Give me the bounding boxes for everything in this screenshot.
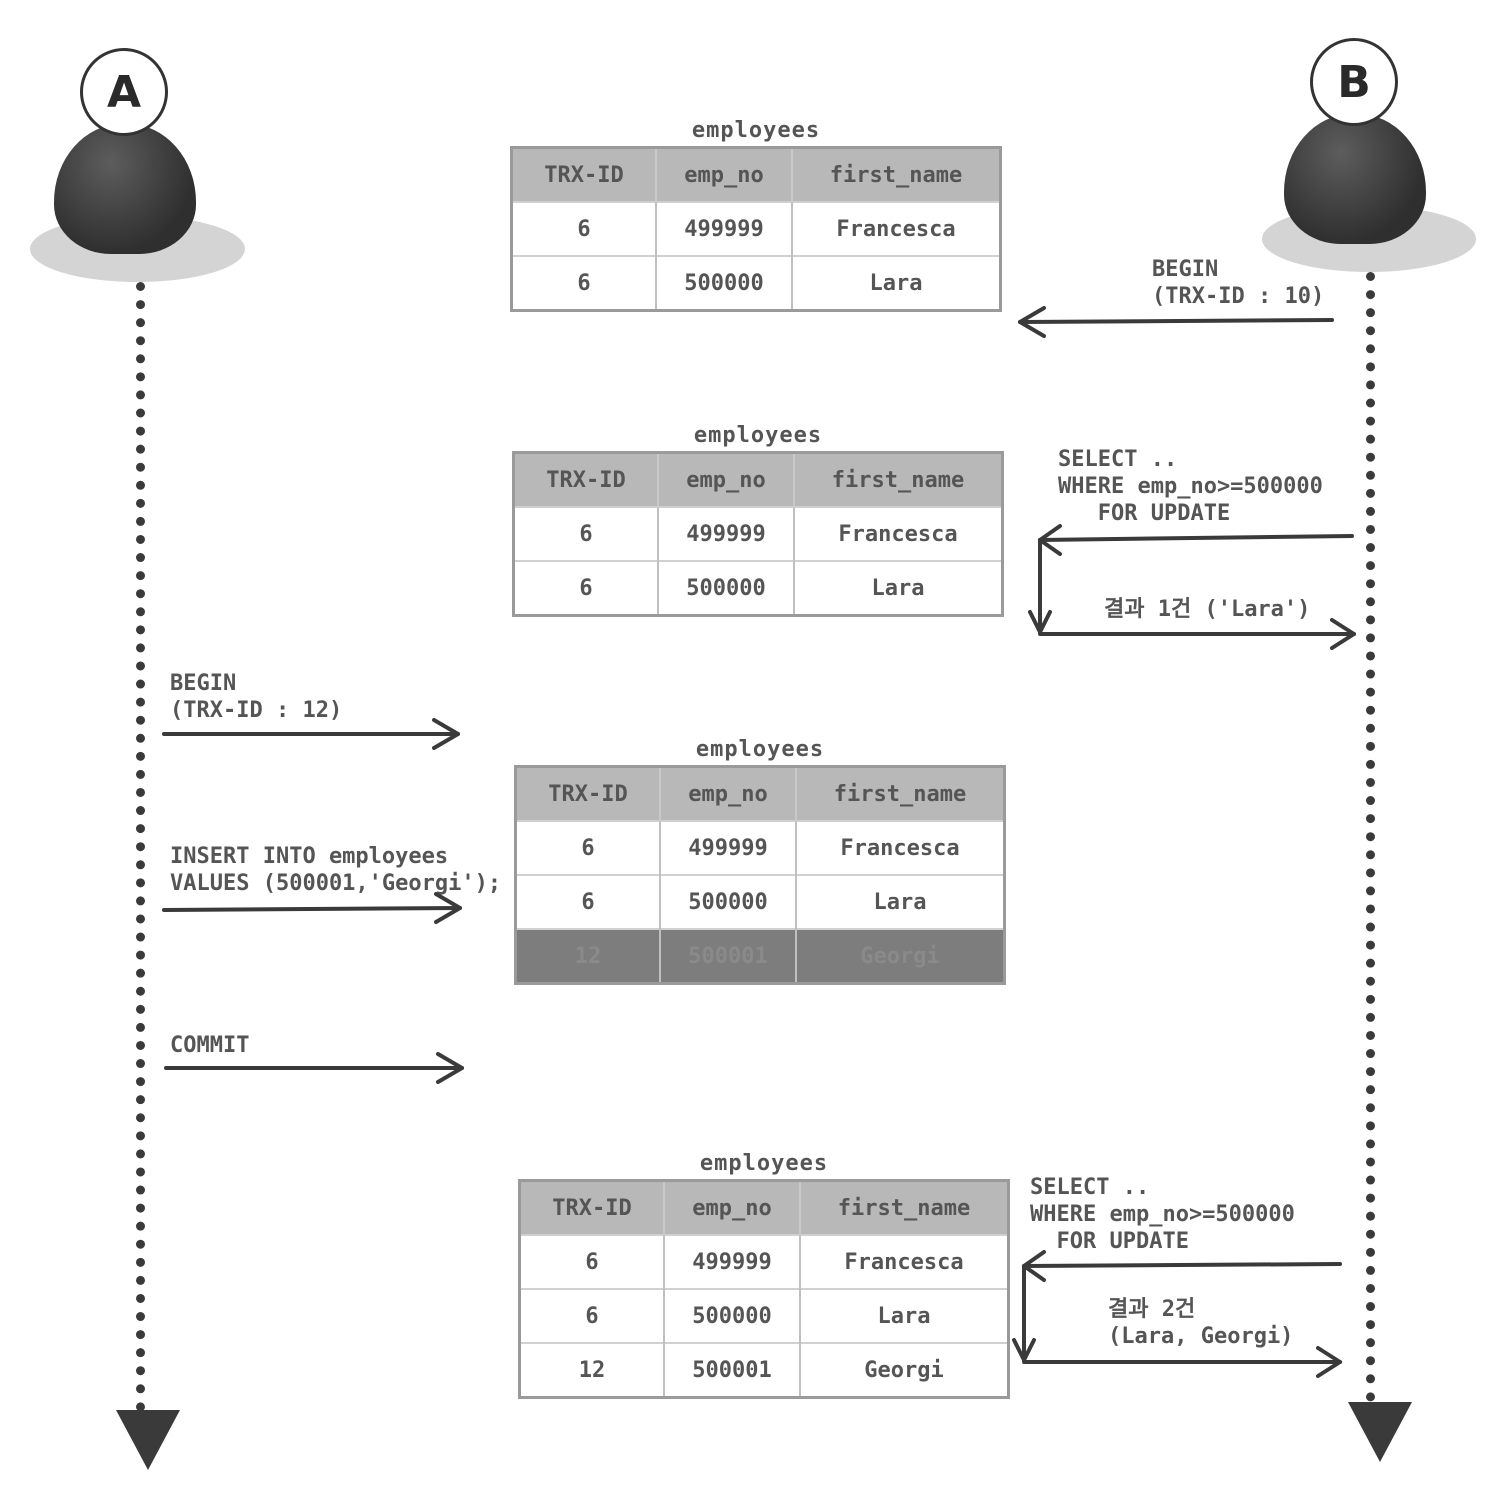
cell-trx-id: 6	[511, 255, 657, 311]
a-insert-line-2: VALUES (500001,'Georgi');	[170, 871, 502, 896]
b-select2-line-1: SELECT ..	[1030, 1175, 1150, 1200]
col-header-first-name: first_name	[800, 1180, 1009, 1235]
cell-trx-id: 12	[515, 928, 661, 984]
col-header-emp-no: emp_no	[660, 766, 797, 821]
col-header-first-name: first_name	[794, 452, 1003, 507]
b-result2-line-1: 결과 2건	[1108, 1297, 1196, 1322]
a-begin-label: BEGIN(TRX-ID : 12)	[170, 670, 342, 724]
a-commit-arrow	[164, 1052, 464, 1084]
b-result2-label: 결과 2건(Lara, Georgi)	[1108, 1296, 1293, 1350]
col-header-trx-id: TRX-ID	[513, 452, 659, 507]
cell-emp-no: 499999	[664, 1234, 801, 1289]
b-select1-line-3: FOR UPDATE	[1058, 501, 1231, 526]
col-header-trx-id: TRX-ID	[511, 147, 657, 202]
table-title: employees	[695, 737, 825, 762]
b-select1-line-2: WHERE emp_no>=500000	[1058, 474, 1323, 499]
lifeline-b	[1366, 272, 1375, 1402]
b-select2-label: SELECT ..WHERE emp_no>=500000 FOR UPDATE	[1030, 1174, 1295, 1255]
table-row-uncommitted: 12 500001 Georgi	[515, 928, 1005, 984]
a-begin-arrow	[162, 718, 460, 750]
col-header-emp-no: emp_no	[658, 452, 795, 507]
table-row: 6 499999 Francesca	[515, 820, 1005, 875]
b-result1-label: 결과 1건 ('Lara')	[1104, 597, 1311, 622]
cell-first-name: Georgi	[796, 928, 1005, 984]
col-header-emp-no: emp_no	[664, 1180, 801, 1235]
cell-emp-no: 500000	[660, 874, 797, 929]
cell-first-name: Georgi	[800, 1342, 1009, 1398]
a-begin-line-1: BEGIN	[170, 671, 237, 696]
table-title: employees	[691, 118, 821, 143]
actor-b: B	[1262, 38, 1476, 278]
a-commit-label: COMMIT	[170, 1033, 250, 1058]
cell-first-name: Francesca	[800, 1234, 1009, 1289]
b-begin-line-1: BEGIN	[1152, 257, 1219, 282]
cell-first-name: Lara	[792, 255, 1001, 311]
table-title: employees	[699, 1151, 829, 1176]
b-begin-label: BEGIN(TRX-ID : 10)	[1152, 256, 1324, 310]
a-insert-arrow	[162, 892, 462, 924]
cell-emp-no: 500000	[658, 560, 795, 616]
b-result2-line-2: (Lara, Georgi)	[1108, 1324, 1294, 1349]
a-insert-line-1: INSERT INTO employees	[170, 844, 449, 869]
cell-first-name: Lara	[794, 560, 1003, 616]
actor-b-label: B	[1310, 38, 1398, 126]
table-row: 12 500001 Georgi	[519, 1342, 1009, 1398]
b-select2-arrow	[1012, 1250, 1342, 1378]
cell-trx-id: 12	[519, 1342, 665, 1398]
employees-table-1: employees TRX-ID emp_no first_name 6 499…	[510, 116, 1002, 312]
b-select1-label: SELECT ..WHERE emp_no>=500000 FOR UPDATE	[1058, 446, 1323, 527]
table-row: 6 499999 Francesca	[519, 1234, 1009, 1289]
table-row: 6 499999 Francesca	[513, 506, 1003, 561]
lifeline-b-arrowhead	[1348, 1402, 1412, 1462]
b-select1-arrow	[1028, 524, 1356, 650]
col-header-first-name: first_name	[792, 147, 1001, 202]
b-select2-line-3: FOR UPDATE	[1030, 1229, 1189, 1254]
employees-table-3: employees TRX-ID emp_no first_name 6 499…	[514, 735, 1006, 985]
cell-emp-no: 500000	[664, 1288, 801, 1343]
b-begin-line-2: (TRX-ID : 10)	[1152, 284, 1325, 309]
cell-first-name: Lara	[796, 874, 1005, 929]
col-header-trx-id: TRX-ID	[519, 1180, 665, 1235]
col-header-trx-id: TRX-ID	[515, 766, 661, 821]
lifeline-a	[136, 282, 145, 1412]
table-title: employees	[693, 423, 823, 448]
cell-trx-id: 6	[519, 1234, 665, 1289]
b-select2-line-2: WHERE emp_no>=500000	[1030, 1202, 1295, 1227]
employees-table-4: employees TRX-ID emp_no first_name 6 499…	[518, 1149, 1010, 1399]
actor-a-label: A	[80, 48, 168, 136]
cell-trx-id: 6	[513, 560, 659, 616]
table-row: 6 500000 Lara	[515, 874, 1005, 929]
cell-emp-no: 500001	[660, 928, 797, 984]
cell-first-name: Francesca	[794, 506, 1003, 561]
cell-first-name: Francesca	[796, 820, 1005, 875]
table-row: 6 499999 Francesca	[511, 201, 1001, 256]
table-row: 6 500000 Lara	[519, 1288, 1009, 1343]
cell-trx-id: 6	[513, 506, 659, 561]
cell-emp-no: 500000	[656, 255, 793, 311]
col-header-emp-no: emp_no	[656, 147, 793, 202]
lifeline-a-arrowhead	[116, 1410, 180, 1470]
table-row: 6 500000 Lara	[513, 560, 1003, 616]
col-header-first-name: first_name	[796, 766, 1005, 821]
cell-emp-no: 499999	[656, 201, 793, 256]
cell-first-name: Lara	[800, 1288, 1009, 1343]
cell-trx-id: 6	[515, 874, 661, 929]
b-begin-arrow	[1018, 306, 1334, 338]
cell-emp-no: 499999	[658, 506, 795, 561]
actor-a: A	[30, 46, 245, 286]
cell-emp-no: 499999	[660, 820, 797, 875]
cell-trx-id: 6	[515, 820, 661, 875]
a-begin-line-2: (TRX-ID : 12)	[170, 698, 343, 723]
employees-table-2: employees TRX-ID emp_no first_name 6 499…	[512, 421, 1004, 617]
cell-first-name: Francesca	[792, 201, 1001, 256]
b-select1-line-1: SELECT ..	[1058, 447, 1178, 472]
cell-trx-id: 6	[519, 1288, 665, 1343]
table-row: 6 500000 Lara	[511, 255, 1001, 311]
cell-emp-no: 500001	[664, 1342, 801, 1398]
cell-trx-id: 6	[511, 201, 657, 256]
